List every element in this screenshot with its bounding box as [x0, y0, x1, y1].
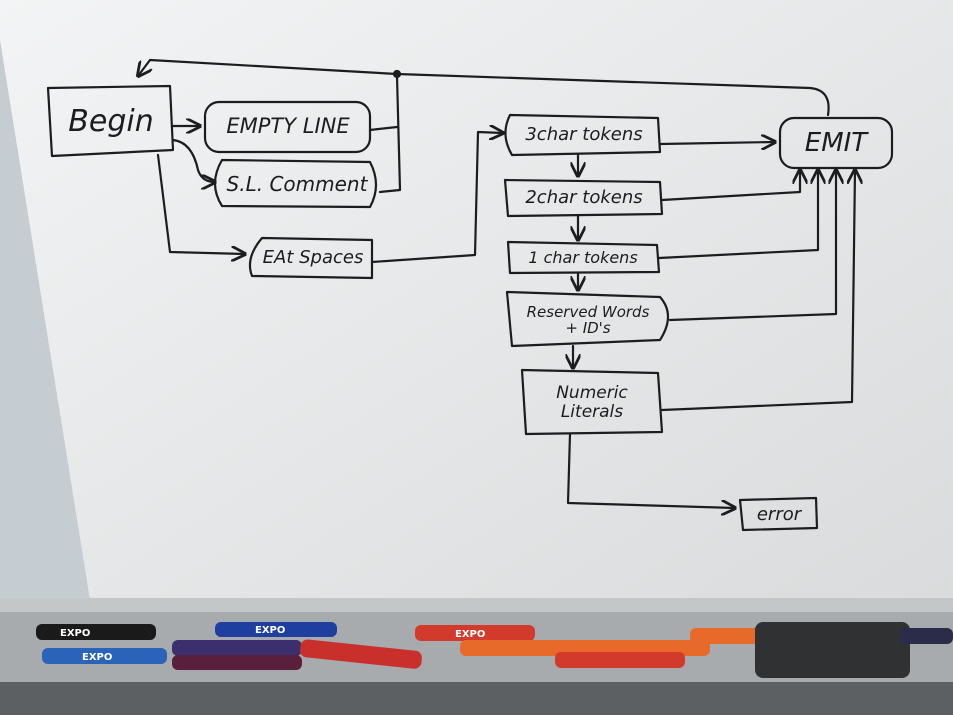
edge-twochar-emit	[660, 170, 800, 202]
two-char-box	[503, 178, 664, 218]
marker-maroon[interactable]	[172, 655, 302, 670]
one-char-box	[506, 240, 661, 275]
marker-logo: EXPO	[255, 625, 285, 636]
marker-black[interactable]	[36, 624, 156, 640]
eraser[interactable]	[755, 622, 910, 678]
marker-logo: EXPO	[60, 628, 90, 639]
marker-tray-lip	[0, 598, 953, 612]
edge-begin-slcomment	[171, 138, 215, 182]
error-box	[738, 496, 819, 532]
marker-red[interactable]	[299, 639, 422, 670]
edge-emptyline-loop	[368, 125, 399, 132]
loop-junction	[392, 69, 402, 79]
emit-box	[778, 116, 894, 170]
marker-logo: EXPO	[82, 652, 112, 663]
numeric-box	[520, 368, 664, 436]
edge-reserved-emit	[668, 170, 836, 322]
marker-purple[interactable]	[172, 640, 302, 656]
marker-red-3[interactable]	[555, 652, 685, 668]
edge-threechar-emit	[658, 142, 775, 144]
marker-dark-blue[interactable]	[900, 628, 953, 644]
whiteboard	[0, 0, 953, 604]
edge-begin-eatspaces	[156, 153, 245, 254]
edge-emit-loop-to-begin	[138, 58, 830, 117]
marker-orange-2[interactable]	[690, 628, 770, 644]
reserved-box	[505, 290, 670, 348]
marker-navy[interactable]	[215, 622, 337, 637]
edge-numeric-emit	[660, 170, 855, 412]
edge-comment-loop	[378, 74, 402, 194]
marker-red-2[interactable]	[415, 625, 535, 641]
edge-eatspaces-threechar	[370, 132, 503, 264]
marker-logo: EXPO	[455, 629, 485, 640]
eat-spaces-box	[248, 236, 374, 280]
three-char-box	[504, 113, 662, 157]
begin-box	[46, 84, 175, 158]
edge-numeric-error	[566, 432, 735, 508]
markers-group: EXPO EXPO EXPO EXPO	[36, 622, 953, 678]
marker-blue[interactable]	[42, 648, 167, 664]
edge-onechar-emit	[657, 170, 818, 260]
empty-line-box	[203, 100, 372, 154]
wall-below	[0, 682, 953, 715]
